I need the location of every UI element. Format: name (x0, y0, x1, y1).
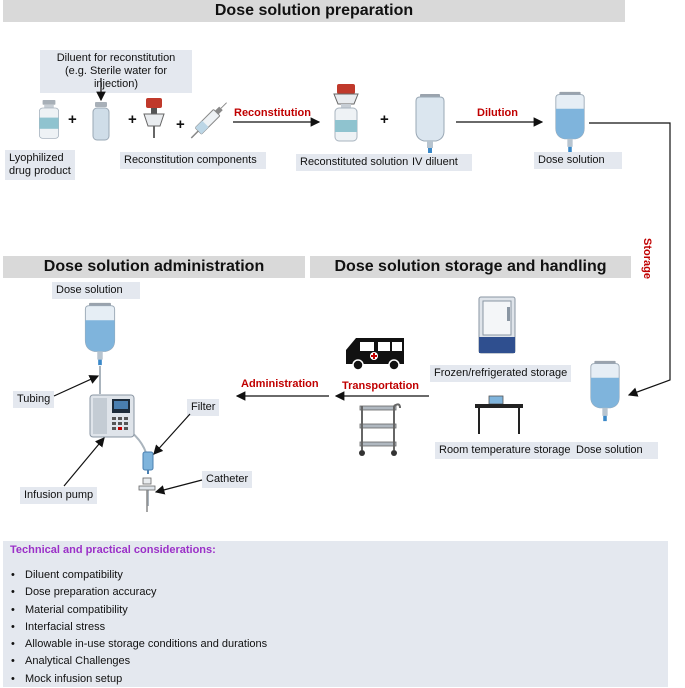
preparation-header: Dose solution preparation (3, 0, 625, 22)
dilution-step-label: Dilution (477, 107, 518, 119)
dose-solution-label-admin: Dose solution (52, 282, 140, 299)
infusion-pump-label: Infusion pump (20, 487, 98, 504)
lyophilized-label: Lyophilized drug product (5, 150, 75, 180)
list-item: Analytical Challenges (9, 653, 267, 670)
administration-header: Dose solution administration (3, 256, 305, 278)
filter-label: Filter (187, 399, 220, 416)
dose-solution-bag-icon (84, 302, 116, 366)
tubing-label: Tubing (13, 391, 55, 408)
considerations-title: Technical and practical considerations: (10, 544, 216, 556)
plus-sign: + (380, 111, 389, 128)
storage-handling-header: Dose solution storage and handling (310, 256, 631, 278)
ambulance-icon (346, 338, 404, 371)
dose-solution-label-storage: Dose solution (572, 442, 658, 459)
storage-step-label: Storage (641, 238, 653, 279)
list-item: Mock infusion setup (9, 671, 267, 688)
plus-sign: + (68, 111, 77, 128)
list-item: Allowable in-use storage conditions and … (9, 636, 267, 653)
list-item: Interfacial stress (9, 619, 267, 636)
iv-diluent-label: IV diluent (408, 154, 472, 171)
tubing-pointer-arrow (53, 375, 100, 397)
room-storage-label: Room temperature storage (435, 442, 575, 459)
freezer-icon (478, 296, 516, 354)
syringe-icon (190, 102, 227, 139)
dilution-arrow (456, 117, 544, 127)
diluent-pointer-arrow (96, 78, 106, 102)
reconstituted-solution-label: Reconstituted solution (296, 154, 413, 171)
dose-solution-bag-icon (555, 91, 585, 153)
considerations-box: Technical and practical considerations: … (3, 541, 668, 688)
storage-flow-arrow (589, 122, 671, 397)
iv-diluent-bag-icon (415, 94, 445, 153)
cart-icon (359, 403, 401, 456)
reconstitution-components-label: Reconstitution components (120, 152, 266, 169)
list-item: Diluent compatibility (9, 567, 267, 584)
dose-solution-label-prep: Dose solution (534, 152, 622, 169)
list-item: Material compatibility (9, 602, 267, 619)
lyophilized-vial-icon (38, 99, 60, 139)
considerations-list: Diluent compatibility Dose preparation a… (9, 567, 267, 688)
plus-sign: + (176, 116, 185, 133)
transportation-arrow (334, 391, 429, 401)
reconstituted-vial-icon (333, 84, 359, 142)
infusion-pump-icon (89, 394, 135, 438)
diluent-vial-icon (92, 102, 110, 141)
filter-icon (142, 451, 154, 474)
room-temperature-table-icon (475, 395, 523, 434)
transportation-step-label: Transportation (342, 380, 420, 392)
administration-step-label: Administration (241, 378, 319, 390)
administration-arrow (235, 391, 329, 401)
vial-adapter-icon (143, 98, 165, 138)
dose-solution-bag-icon (590, 360, 620, 422)
plus-sign: + (128, 111, 137, 128)
pump-pointer-arrow (63, 437, 105, 487)
list-item: Dose preparation accuracy (9, 584, 267, 601)
reconstitution-step-label: Reconstitution (234, 107, 311, 119)
diluent-label: Diluent for reconstitution (e.g. Sterile… (40, 50, 192, 93)
catheter-label: Catheter (202, 471, 253, 488)
filter-pointer-arrow (153, 413, 191, 455)
catheter-pointer-arrow (154, 479, 203, 495)
frozen-storage-label: Frozen/refrigerated storage (430, 365, 572, 382)
reconstitution-arrow (233, 117, 321, 127)
